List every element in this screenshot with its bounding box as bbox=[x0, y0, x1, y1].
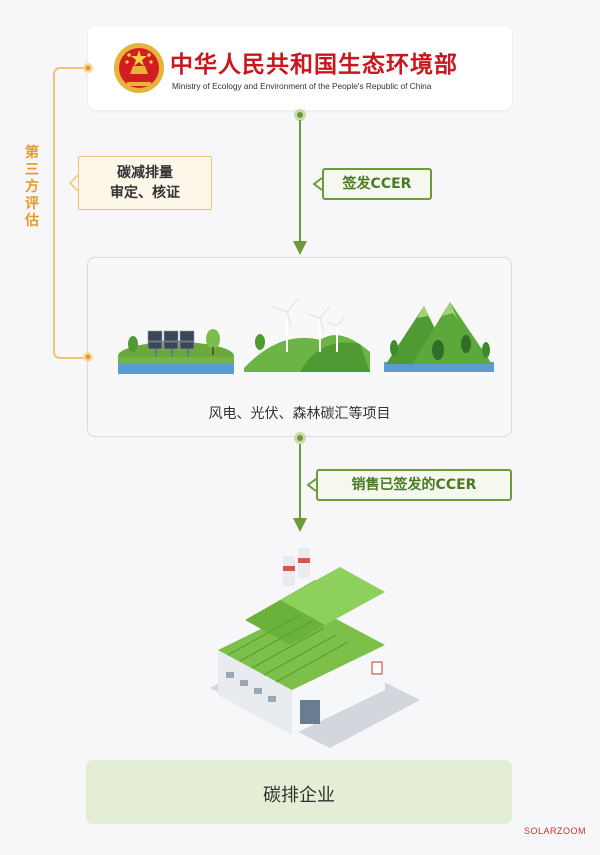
enterprise-label: 碳排企业 bbox=[263, 785, 335, 806]
sell-box-pointer bbox=[306, 478, 317, 492]
project-caption: 风电、光伏、森林碳汇等项目 bbox=[208, 406, 391, 422]
factory-icon bbox=[210, 548, 420, 748]
verify-line2: 审定、核证 bbox=[110, 185, 180, 201]
national-emblem-icon bbox=[114, 43, 164, 93]
ministry-title-en: Ministry of Ecology and Environment of t… bbox=[172, 81, 432, 91]
arrow1-head bbox=[293, 241, 307, 255]
issue-box-pointer bbox=[312, 177, 323, 191]
sell-ccer-label: 销售已签发的CCER bbox=[316, 469, 512, 501]
arrow2-dot-inner bbox=[297, 435, 303, 441]
verify-line1: 碳减排量 bbox=[117, 165, 173, 181]
third-party-bracket bbox=[53, 67, 88, 359]
bracket-dot-bottom-inner bbox=[85, 354, 91, 360]
verify-box-pointer bbox=[68, 174, 79, 192]
issue-ccer-label: 签发CCER bbox=[322, 168, 432, 200]
forest-icon bbox=[384, 302, 494, 372]
wind-turbine-icon bbox=[244, 297, 370, 372]
ministry-title-cn: 中华人民共和国生态环境部 bbox=[170, 52, 458, 78]
solar-panel-icon bbox=[118, 329, 234, 374]
enterprise-box bbox=[86, 760, 512, 824]
bracket-dot-top-inner bbox=[85, 65, 91, 71]
third-party-label: 第三方评估 bbox=[25, 145, 39, 229]
watermark: SOLARZOOM bbox=[524, 826, 587, 836]
carbon-verify-box: 碳减排量 审定、核证 bbox=[78, 156, 212, 210]
arrow2-head bbox=[293, 518, 307, 532]
arrow1-dot-inner bbox=[297, 112, 303, 118]
